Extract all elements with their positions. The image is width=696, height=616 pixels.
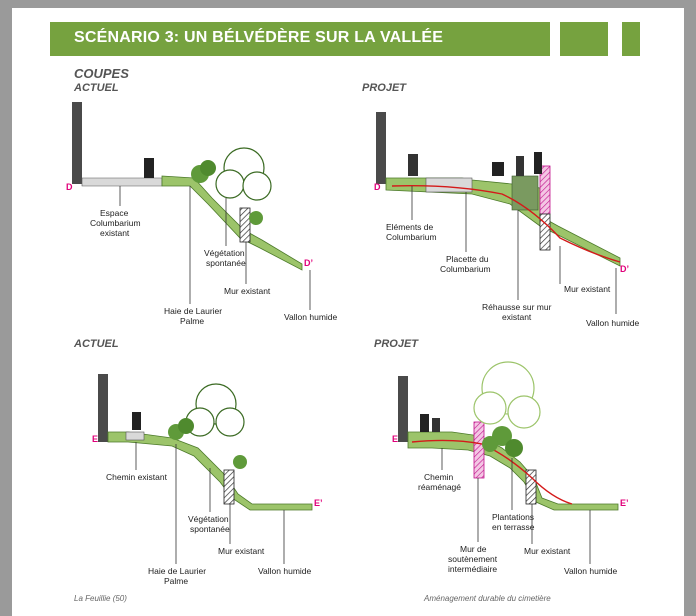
label-vallon-humide: Vallon humide <box>258 566 312 576</box>
columbarium-placette <box>425 177 473 193</box>
label-spontanee: spontanée <box>206 258 246 268</box>
label-vallon-humide: Vallon humide <box>564 566 618 576</box>
columbarium-element <box>408 154 418 176</box>
label-mur-existant: Mur existant <box>224 286 271 296</box>
heading-actuel-1: ACTUEL <box>74 82 119 94</box>
building-wall <box>398 376 408 442</box>
label-elements: Eléments de <box>386 222 434 232</box>
laurel-hedge <box>178 418 194 434</box>
laurel-hedge <box>200 160 216 176</box>
building-wall <box>98 374 108 442</box>
title-block-decoration <box>560 22 608 56</box>
label-mur-existant: Mur existant <box>218 546 265 556</box>
tree-outline <box>242 171 272 201</box>
person-figure <box>432 418 440 432</box>
label-palme: Palme <box>164 576 188 586</box>
label-haie-laurier: Haie de Laurier <box>148 566 206 576</box>
tree-outline <box>215 169 245 199</box>
building-wall <box>376 112 386 184</box>
label-intermediaire: intermédiaire <box>448 564 497 574</box>
person-figure <box>144 158 154 178</box>
label-vegetation: Végétation <box>188 514 229 524</box>
label-existant: existant <box>100 228 130 238</box>
heading-projet-2: PROJET <box>374 338 419 350</box>
building-wall <box>72 102 82 184</box>
footer-project: Aménagement durable du cimetière <box>424 594 551 603</box>
label-mur-de: Mur de <box>460 544 487 554</box>
person-figure <box>534 152 542 174</box>
point-d-label: D <box>66 182 73 192</box>
heading-coupes: COUPES <box>74 66 129 81</box>
heading-projet-1: PROJET <box>362 82 407 94</box>
point-d-label: D <box>374 182 381 192</box>
footer-location: La Feuillie (50) <box>74 594 127 603</box>
label-spontanee: spontanée <box>190 524 230 534</box>
tree-outline <box>507 395 541 429</box>
terrain <box>407 431 619 511</box>
label-en-terrasse: en terrasse <box>492 522 535 532</box>
label-columbarium-2: Columbarium <box>440 264 491 274</box>
label-chemin-existant: Chemin existant <box>106 472 168 482</box>
label-rehausse: Réhausse sur mur <box>482 302 552 312</box>
existing-wall <box>239 207 251 243</box>
intermediate-retaining-wall <box>473 421 485 479</box>
profile-line <box>411 439 573 505</box>
point-e-label: E <box>392 434 398 444</box>
label-espace: Espace <box>100 208 129 218</box>
point-e-label: E <box>92 434 98 444</box>
columbarium-block <box>511 175 539 211</box>
section-d-projet: D D’ Eléments de Columbarium Placette du… <box>374 112 640 328</box>
section-d-actuel: D D’ Espace Columbarium existant Végétat… <box>66 102 338 326</box>
tree-outline <box>473 391 507 425</box>
person-figure <box>132 412 141 430</box>
label-plantations: Plantations <box>492 512 534 522</box>
heading-actuel-2: ACTUEL <box>74 338 119 350</box>
label-vallon-humide: Vallon humide <box>284 312 338 322</box>
section-e-projet: E E’ Chemin réaménagé Plantations en ter… <box>392 361 629 576</box>
existing-wall <box>539 213 551 251</box>
terrace-planting <box>505 439 523 457</box>
existing-wall <box>525 469 537 505</box>
label-haie-laurier: Haie de Laurier <box>164 306 222 316</box>
label-soutenement: soutènement <box>448 554 498 564</box>
label-chemin: Chemin <box>424 472 454 482</box>
point-e-prime-label: E’ <box>314 498 323 508</box>
terrain <box>385 177 621 267</box>
existing-wall <box>223 469 235 505</box>
person-figure <box>420 414 429 432</box>
label-reamenage: réaménagé <box>418 482 461 492</box>
shrub <box>233 455 247 469</box>
tree-outline <box>215 407 245 437</box>
point-e-prime-label: E’ <box>620 498 629 508</box>
shrub <box>249 211 263 225</box>
label-columbarium: Columbarium <box>386 232 437 242</box>
profile-line <box>391 184 621 263</box>
point-d-prime-label: D’ <box>620 264 629 274</box>
page: SCÉNARIO 3: UN BÉLVÉDÈRE SUR LA VALLÉE C… <box>12 8 684 616</box>
sections-diagram: D D’ Espace Columbarium existant Végétat… <box>66 102 640 586</box>
section-e-actuel: E E’ Chemin existant Végétation spontané… <box>92 374 323 586</box>
label-mur-existant: Mur existant <box>564 284 611 294</box>
columbarium-space <box>81 177 163 187</box>
page-title: SCÉNARIO 3: UN BÉLVÉDÈRE SUR LA VALLÉE <box>74 29 444 46</box>
title-block-decoration-small <box>622 22 640 56</box>
terrace-planting <box>482 436 498 452</box>
label-palme: Palme <box>180 316 204 326</box>
label-existant: existant <box>502 312 532 322</box>
columbarium-element <box>516 156 524 176</box>
person-figure <box>492 162 504 176</box>
point-d-prime-label: D’ <box>304 258 313 268</box>
label-vallon-humide: Vallon humide <box>586 318 640 328</box>
title-bar <box>50 22 550 56</box>
label-vegetation: Végétation <box>204 248 245 258</box>
label-mur-existant: Mur existant <box>524 546 571 556</box>
label-columbarium: Columbarium <box>90 218 141 228</box>
existing-path <box>125 431 145 441</box>
label-placette: Placette du <box>446 254 489 264</box>
